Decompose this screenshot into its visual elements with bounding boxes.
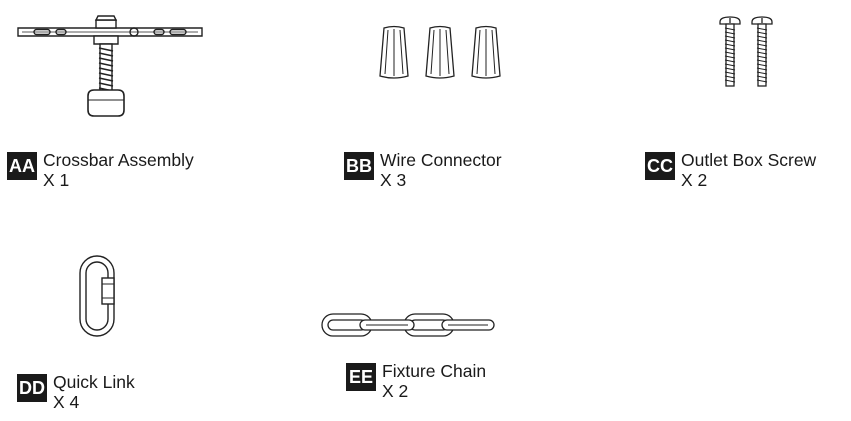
part-code-badge: DD [17, 374, 47, 402]
part-quantity: X 1 [43, 170, 70, 190]
part-quantity: X 2 [681, 170, 708, 190]
part-ee: EE Fixture Chain X 2 [346, 361, 486, 401]
fixture-chain-icon [320, 308, 496, 342]
part-name: Crossbar Assembly [43, 150, 194, 170]
part-cc: CC Outlet Box Screw X 2 [645, 150, 816, 190]
part-quantity: X 3 [380, 170, 407, 190]
part-code-badge: EE [346, 363, 376, 391]
part-aa: AA Crossbar Assembly X 1 [7, 150, 194, 190]
crossbar-assembly-icon [14, 10, 214, 122]
part-bb: BB Wire Connector X 3 [344, 150, 502, 190]
outlet-box-screw-icon [716, 16, 778, 90]
part-quantity: X 4 [53, 392, 80, 412]
part-code-badge: BB [344, 152, 374, 180]
part-name: Quick Link [53, 372, 135, 392]
part-code-badge: CC [645, 152, 675, 180]
wire-connector-icon [374, 24, 510, 84]
quick-link-icon [76, 254, 122, 340]
part-name: Fixture Chain [382, 361, 487, 381]
part-code-badge: AA [7, 152, 37, 180]
part-name: Outlet Box Screw [681, 150, 817, 170]
part-name: Wire Connector [380, 150, 502, 170]
part-quantity: X 2 [382, 381, 409, 401]
part-dd: DD Quick Link X 4 [17, 372, 135, 412]
